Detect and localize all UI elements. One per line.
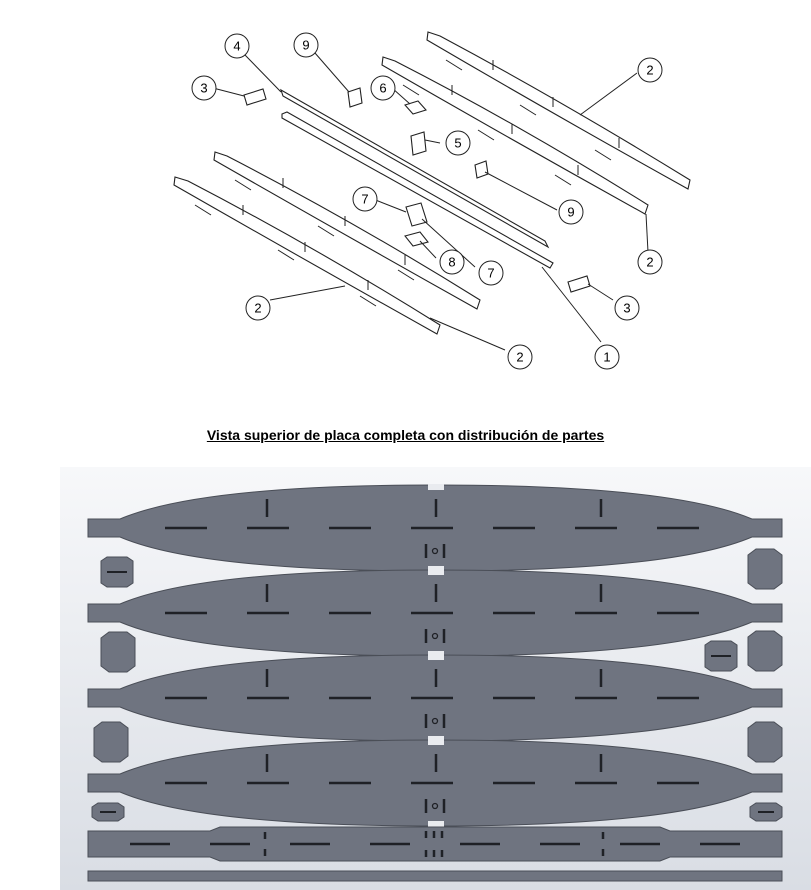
- callout-2d: [507, 344, 533, 370]
- callout-1: [594, 344, 620, 370]
- plate-layout-view: [60, 467, 811, 890]
- callout-7a: [352, 186, 378, 212]
- part-9b: [474, 160, 489, 179]
- part-3a: [243, 88, 267, 106]
- callout-label: 3: [200, 81, 207, 96]
- spar-upper: [280, 88, 550, 249]
- callout-label: 8: [448, 255, 455, 270]
- wing-plate-4: [173, 176, 441, 335]
- wing-plate-3: [213, 151, 481, 310]
- callout-label: 2: [646, 63, 653, 78]
- callout-2c: [245, 295, 271, 321]
- part-7: [405, 202, 428, 227]
- small-part: [747, 548, 783, 590]
- small-part: [704, 640, 738, 672]
- callout-4: [224, 33, 250, 59]
- callout-2b: [637, 249, 663, 275]
- spar-lower: [281, 111, 554, 269]
- callout-label: 4: [233, 39, 240, 54]
- small-part: [100, 631, 136, 673]
- small-part: [747, 721, 783, 763]
- wing-plate-1: [426, 31, 691, 190]
- callout-label: 7: [487, 266, 494, 281]
- callout-3b: [614, 295, 640, 321]
- callout-6: [370, 75, 396, 101]
- callout-label: 5: [454, 136, 461, 151]
- small-part: [747, 630, 783, 672]
- part-8: [404, 231, 429, 247]
- small-part: [100, 556, 134, 588]
- callout-7b: [478, 260, 504, 286]
- spar-part: [87, 870, 783, 882]
- part-6: [404, 100, 427, 115]
- wing-plate-2: [381, 56, 649, 215]
- callout-2a: [637, 57, 663, 83]
- part-5: [410, 131, 427, 156]
- callout-9a: [293, 32, 319, 58]
- callout-label: 2: [646, 255, 653, 270]
- small-part: [93, 721, 129, 763]
- callout-label: 9: [567, 205, 574, 220]
- part-3b: [567, 275, 591, 293]
- callout-label: 6: [379, 81, 386, 96]
- callout-label: 3: [623, 301, 630, 316]
- plate-view-caption: Vista superior de placa completa con dis…: [206, 427, 605, 443]
- callout-9b: [558, 199, 584, 225]
- spar-part: [87, 826, 783, 862]
- callout-label: 2: [516, 350, 523, 365]
- callout-label: 9: [302, 38, 309, 53]
- callout-label: 7: [361, 192, 368, 207]
- callout-label: 2: [254, 301, 261, 316]
- exploded-assembly-view: 4 9 3 6 5 9 7 7 8 2 2 2 2 3 1: [173, 31, 691, 370]
- callout-label: 1: [603, 350, 610, 365]
- callout-3a: [191, 75, 217, 101]
- callout-8: [439, 249, 465, 275]
- part-9a: [347, 87, 363, 108]
- callout-5: [445, 130, 471, 156]
